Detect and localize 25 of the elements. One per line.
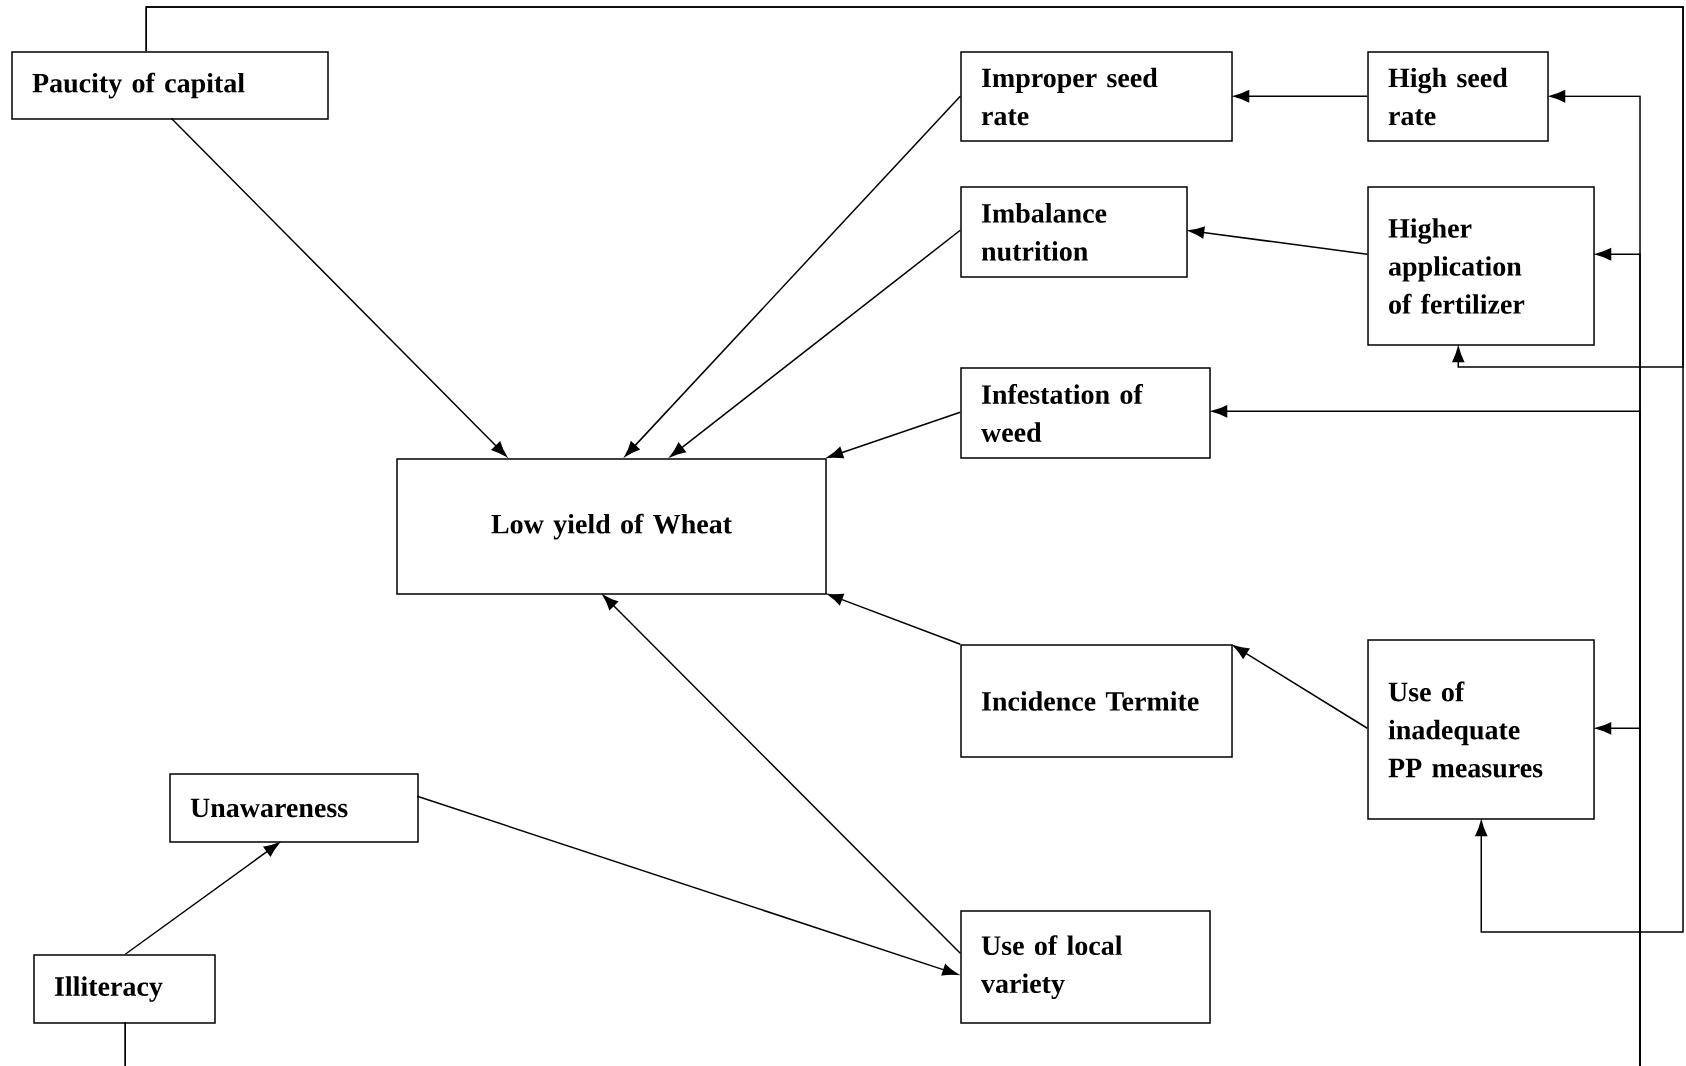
text-box: Paucity of capital xyxy=(11,51,329,120)
arrow xyxy=(1188,226,1368,255)
arrow xyxy=(124,842,280,955)
text-box: Use of local variety xyxy=(960,910,1211,1024)
text-box: Infestation of weed xyxy=(960,367,1211,459)
arrow xyxy=(624,95,961,457)
arrow xyxy=(827,593,961,645)
arrow xyxy=(145,6,1684,933)
arrow xyxy=(170,117,507,457)
arrow xyxy=(602,594,961,954)
text-box: Low yield of Wheat xyxy=(396,458,827,595)
text-box: Use of inadequate PP measures xyxy=(1367,639,1595,820)
arrow xyxy=(1233,90,1368,103)
arrow xyxy=(416,795,958,976)
arrow xyxy=(827,411,961,459)
arrow xyxy=(124,722,1641,1066)
text-box: Incidence Termite xyxy=(960,644,1233,758)
text-box: High seed rate xyxy=(1367,51,1549,142)
text-box: Higher application of fertilizer xyxy=(1367,186,1595,346)
arrow xyxy=(1233,645,1368,729)
text-box: Illiteracy xyxy=(33,954,216,1024)
text-box: Improper seed rate xyxy=(960,51,1233,142)
text-box: Imbalance nutrition xyxy=(960,186,1188,278)
text-box: Unawareness xyxy=(169,773,419,843)
arrow xyxy=(670,229,961,458)
